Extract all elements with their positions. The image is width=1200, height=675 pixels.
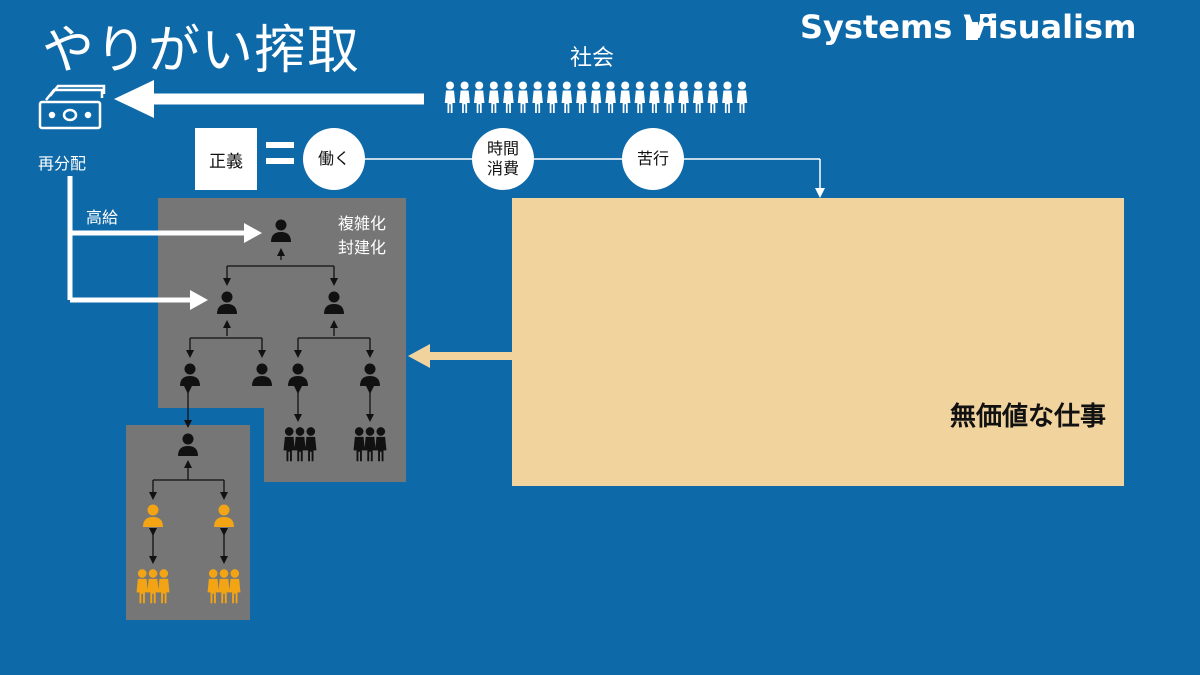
- crowd-person-icon: [590, 81, 602, 113]
- high-pay-label: 高給: [86, 208, 119, 227]
- useless-work-box: 無価値な仕事: [512, 198, 1124, 486]
- brand-logo-icon: [966, 14, 992, 40]
- crowd-icon: [444, 81, 748, 113]
- high-pay-arrows: [67, 176, 262, 310]
- person-icon: [214, 504, 234, 527]
- person-icon: [288, 363, 308, 386]
- person-icon: [271, 219, 291, 242]
- useless-to-hierarchy-arrow: [408, 344, 512, 368]
- justice-box: 正義: [195, 128, 257, 190]
- page-title: やりがい搾取: [42, 21, 361, 81]
- time-consumption-circle: 時間 消費: [472, 128, 534, 190]
- crowd-person-icon: [517, 81, 529, 113]
- person-icon: [360, 363, 380, 386]
- crowd-person-icon: [473, 81, 485, 113]
- hierarchy-connectors: [149, 248, 374, 564]
- useless-work-label: 無価値な仕事: [949, 402, 1106, 432]
- crowd-person-icon: [692, 81, 704, 113]
- crowd-person-icon: [649, 81, 660, 113]
- person-icon: [217, 291, 237, 314]
- crowd-person-icon: [605, 81, 616, 113]
- crowd-person-icon: [722, 81, 733, 113]
- complexity-label: 複雑化: [338, 214, 387, 233]
- crowd-person-icon: [576, 81, 587, 113]
- group-icons-black: [283, 427, 387, 462]
- crowd-person-icon: [707, 81, 719, 113]
- person-icon: [143, 504, 163, 527]
- equals-sign: [266, 142, 294, 176]
- group-icon: [136, 569, 170, 604]
- time-label: 時間: [486, 139, 519, 158]
- person-icon: [324, 291, 344, 314]
- suffering-circle: 苦行: [622, 128, 684, 190]
- crowd-person-icon: [546, 81, 558, 113]
- feudalization-label: 封建化: [338, 238, 387, 257]
- crowd-person-icon: [634, 81, 646, 113]
- person-icon: [252, 363, 272, 386]
- money-icon: [38, 84, 106, 130]
- crowd-person-icon: [736, 81, 748, 113]
- crowd-person-icon: [561, 81, 573, 113]
- society-label: 社会: [570, 46, 615, 71]
- society-to-money-arrow: [114, 80, 424, 118]
- redistribution-label: 再分配: [38, 154, 87, 173]
- crowd-person-icon: [444, 81, 456, 113]
- work-circle: 働く: [303, 128, 365, 190]
- timeline-line: [364, 158, 825, 198]
- person-icon: [180, 363, 200, 386]
- hierarchy-label: 複雑化 封建化: [338, 212, 386, 260]
- group-icon: [283, 427, 317, 462]
- consumption-label: 消費: [486, 159, 519, 178]
- group-icon: [207, 569, 241, 604]
- crowd-person-icon: [503, 81, 514, 113]
- crowd-person-icon: [532, 81, 543, 113]
- crowd-person-icon: [619, 81, 631, 113]
- person-icons-orange: [136, 504, 241, 604]
- crowd-person-icon: [678, 81, 689, 113]
- group-icon: [353, 427, 387, 462]
- crowd-person-icon: [663, 81, 675, 113]
- crowd-person-icon: [459, 81, 470, 113]
- person-icon: [178, 433, 198, 456]
- crowd-person-icon: [488, 81, 500, 113]
